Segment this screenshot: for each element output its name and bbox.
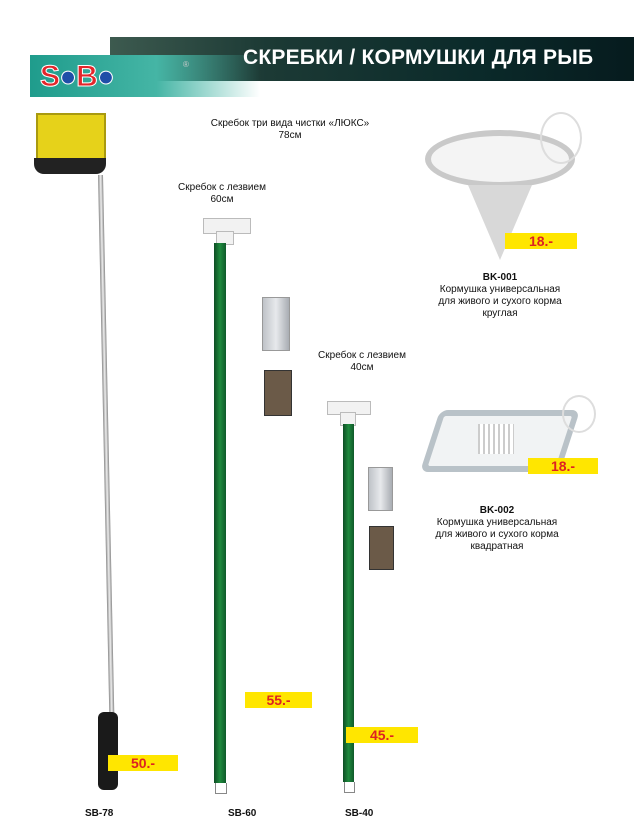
fork-tip-image — [215, 783, 227, 794]
description-line: Кормушка универсальная — [436, 517, 558, 528]
blade-image — [368, 467, 393, 511]
product-code: BK-002 — [479, 505, 515, 516]
price-tag: 45.- — [346, 727, 418, 743]
caption-line: 60см — [210, 194, 234, 205]
price-tag: 18.- — [528, 458, 598, 474]
sb78-caption: Скребок три вида чистки «ЛЮКС»78см — [190, 118, 390, 142]
scraper-base-image — [34, 158, 106, 174]
feeder-grid-image — [478, 424, 514, 454]
logo-band — [30, 55, 260, 97]
price-tag: 55.- — [245, 692, 312, 708]
product-code: SB-78 — [85, 808, 114, 819]
razor-blade-image — [264, 370, 292, 416]
page-title: СКРЕБКИ / КОРМУШКИ ДЛЯ РЫБ — [243, 46, 594, 69]
price-tag: 50.- — [108, 755, 178, 771]
caption-line: Скребок три вида чистки «ЛЮКС» — [210, 118, 370, 129]
description-line: для живого и сухого корма — [438, 296, 562, 307]
blade-image — [262, 297, 290, 351]
product-code: SB-60 — [228, 808, 257, 819]
green-rod-image — [343, 424, 354, 782]
price-tag: 18.- — [505, 233, 577, 249]
description-line: круглая — [482, 308, 518, 319]
bk002-description: BK-002 Кормушка универсальная для живого… — [417, 505, 577, 553]
bk001-description: BK-001 Кормушка универсальная для живого… — [420, 272, 580, 320]
description-line: Кормушка универсальная — [439, 284, 561, 295]
suction-cup-image — [540, 112, 582, 164]
caption-line: Скребок с лезвием — [178, 182, 266, 193]
caption-line: 78см — [278, 130, 302, 141]
caption-line: 40см — [350, 362, 374, 373]
green-rod-image — [214, 243, 226, 783]
suction-cup-image — [562, 395, 596, 433]
description-line: для живого и сухого корма — [435, 529, 559, 540]
product-code: BK-001 — [482, 272, 518, 283]
handle-image — [98, 712, 118, 790]
caption-line: Скребок с лезвием — [318, 350, 406, 361]
fork-tip-image — [344, 782, 355, 793]
sobo-logo: S●B● — [40, 60, 116, 94]
product-code: SB-40 — [345, 808, 374, 819]
description-line: квадратная — [470, 541, 524, 552]
registered-mark: ® — [183, 60, 189, 69]
sponge-head-image — [36, 113, 106, 163]
metal-rod-image — [98, 174, 115, 715]
razor-blade-image — [369, 526, 394, 570]
